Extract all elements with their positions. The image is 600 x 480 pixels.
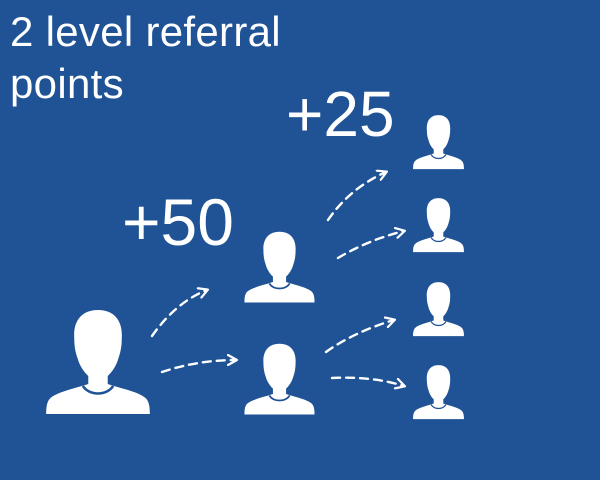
dashed-arrow xyxy=(326,172,386,222)
dashed-arrow xyxy=(330,376,404,386)
level-1-person-icon xyxy=(243,230,316,304)
level-2-person-icon xyxy=(412,114,465,170)
level-2-person-icon xyxy=(412,197,465,253)
level-1-points: +50 xyxy=(122,185,234,259)
level-2-person-icon xyxy=(412,364,465,420)
dashed-arrow xyxy=(150,290,207,338)
dashed-arrow xyxy=(324,320,394,354)
level-2-person-icon xyxy=(412,281,465,337)
title-line-1: 2 level referral xyxy=(10,8,281,55)
level-2-points: +25 xyxy=(286,78,395,150)
dashed-arrow xyxy=(336,231,404,260)
dashed-arrow xyxy=(160,360,236,374)
root-person-icon xyxy=(44,308,152,416)
level-1-person-icon xyxy=(243,342,316,416)
diagram-title: 2 level referral points xyxy=(10,6,281,110)
title-line-2: points xyxy=(10,60,124,107)
